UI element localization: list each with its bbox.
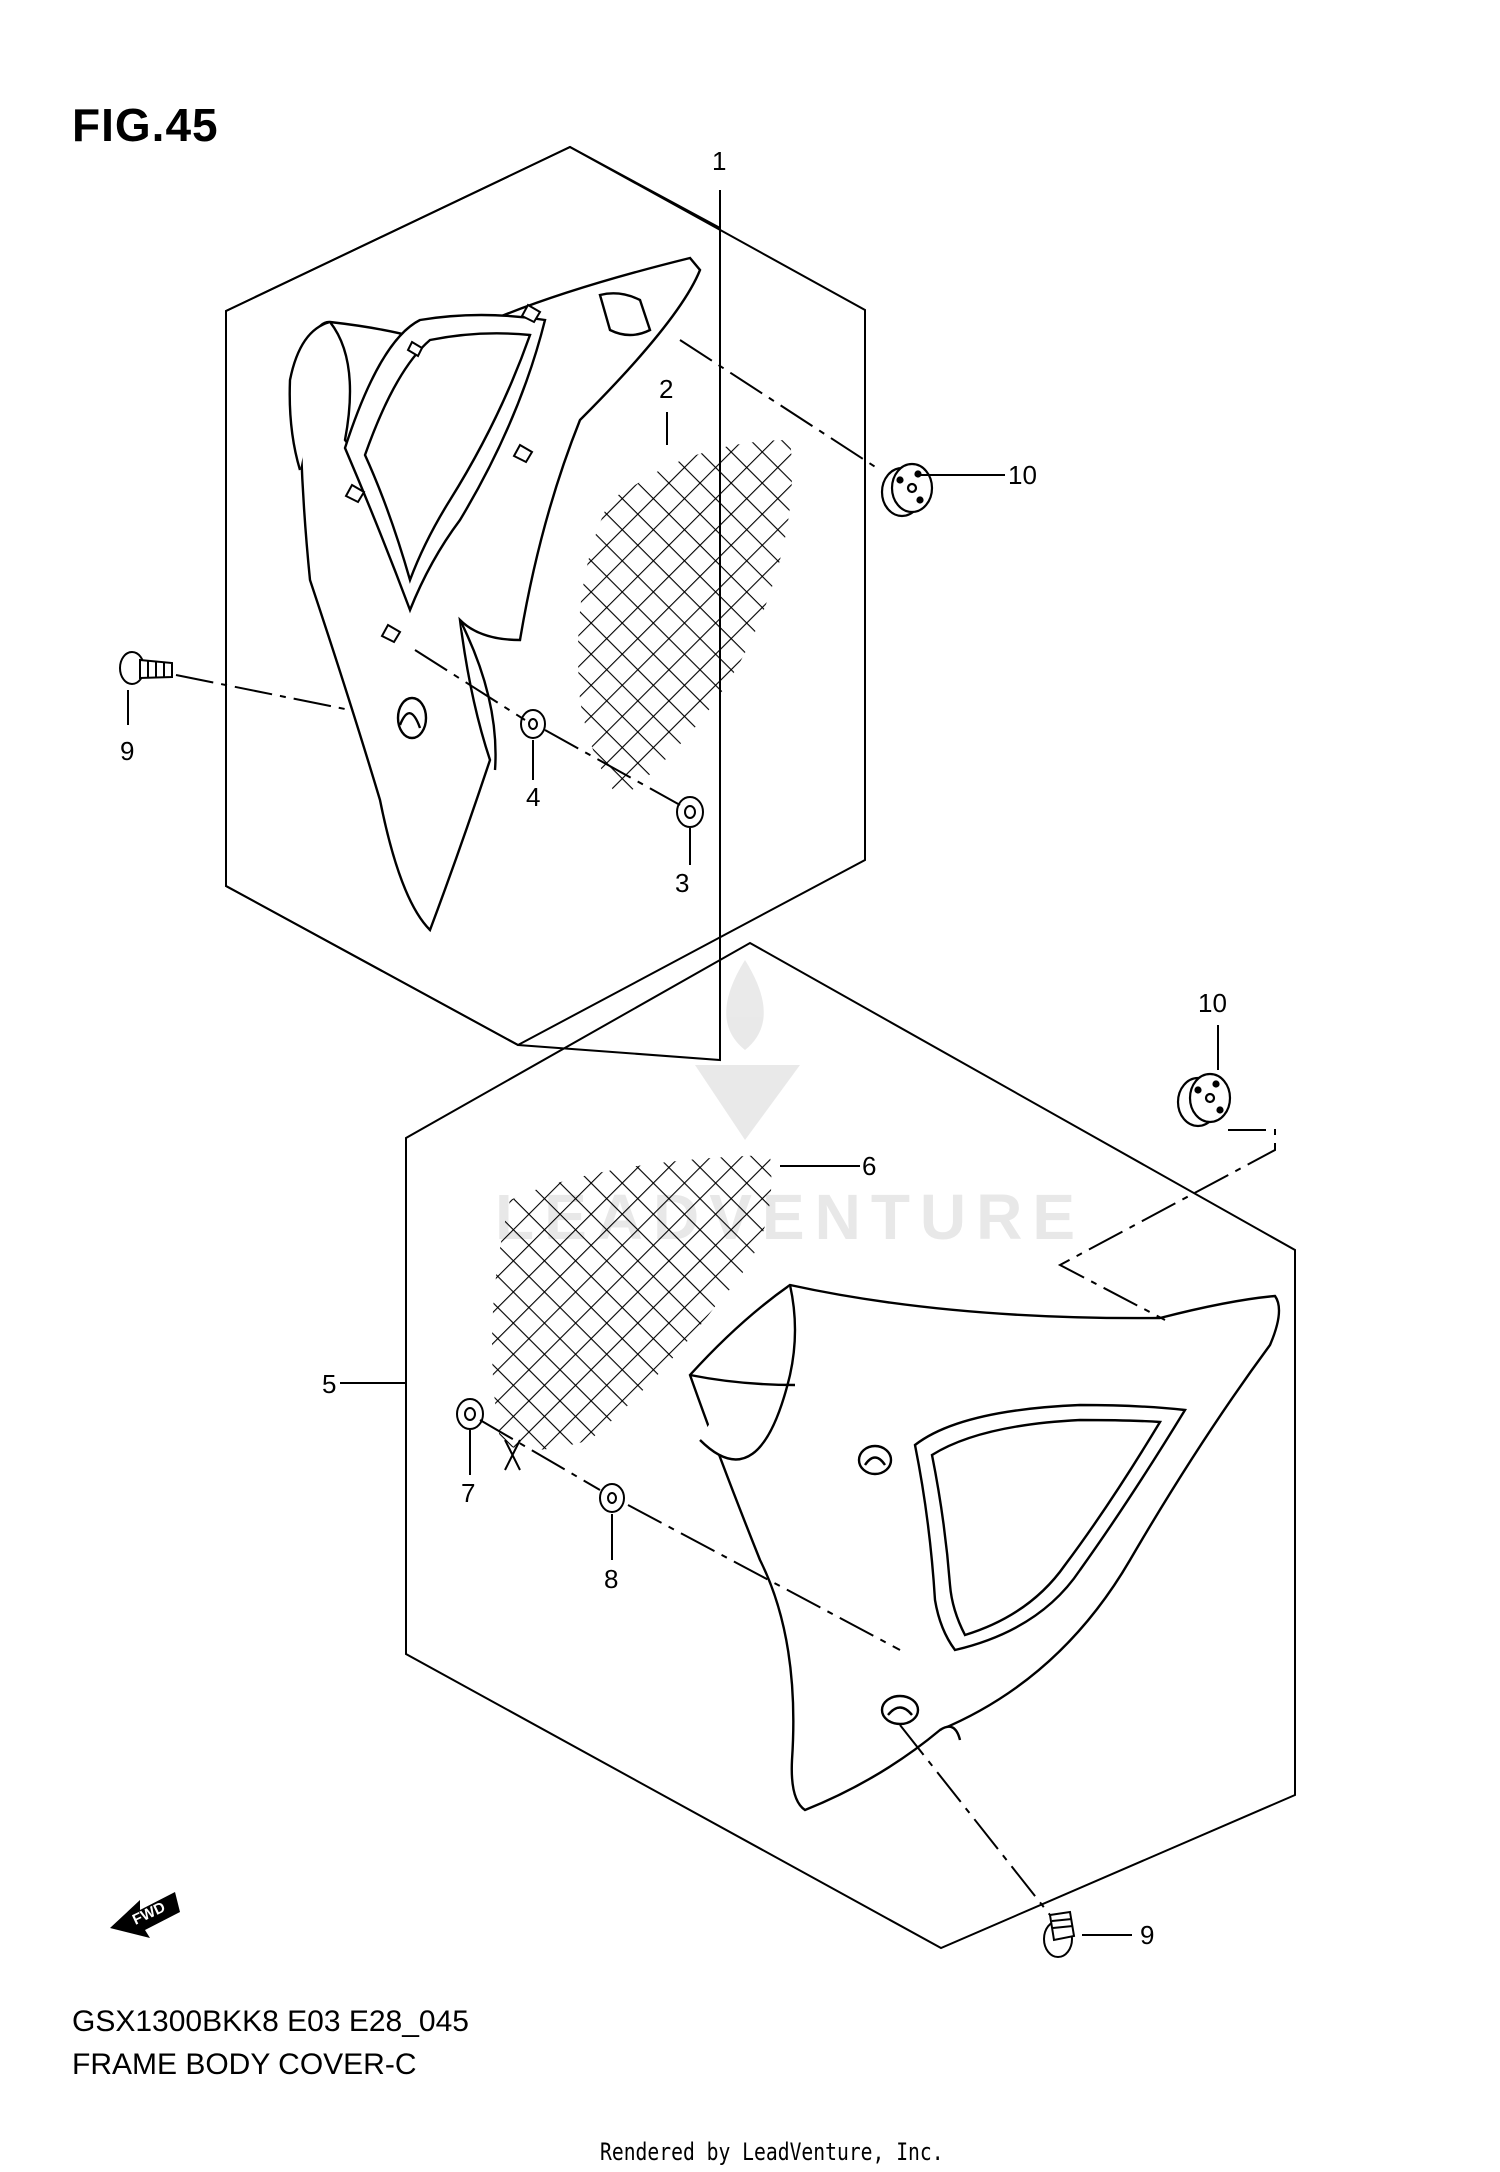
assembly-outline-5 [405, 941, 1296, 1950]
screw-9-lower [1043, 1910, 1076, 1958]
clip-icons-1 [344, 303, 542, 644]
callout-10-upper: 10 [1008, 460, 1037, 490]
callout-9-lower: 9 [1140, 1920, 1154, 1950]
nut-7 [456, 1398, 484, 1430]
grommet-10-upper [880, 462, 934, 518]
callout-2: 2 [659, 374, 673, 404]
leader-lines-upper [127, 190, 1005, 865]
mesh-screen-6 [492, 1155, 772, 1450]
callout-10-lower: 10 [1198, 988, 1227, 1018]
figure-name: FRAME BODY COVER-C [72, 2048, 417, 2081]
nut-3 [676, 796, 704, 828]
screw-9-upper [119, 651, 173, 685]
callout-9-upper: 9 [120, 736, 134, 766]
washer-4 [520, 709, 546, 739]
callout-4: 4 [526, 782, 540, 812]
model-code: GSX1300BKK8 E03 E28_045 [72, 2005, 469, 2038]
callout-7: 7 [461, 1478, 475, 1508]
fwd-arrow-icon: FWD [110, 1892, 180, 1938]
callout-6: 6 [862, 1151, 876, 1181]
callout-5: 5 [322, 1369, 336, 1399]
callout-8: 8 [604, 1564, 618, 1594]
figure-title: FIG.45 [72, 99, 219, 151]
frame-cover-5 [688, 1283, 1281, 1812]
callout-1: 1 [712, 146, 726, 176]
watermark-logo-icon [695, 960, 800, 1140]
washer-8 [599, 1483, 625, 1513]
render-credit: Rendered by LeadVenture, Inc. [600, 2138, 944, 2166]
leader-lines-lower [340, 1025, 1276, 1936]
callout-3: 3 [675, 868, 689, 898]
grommet-10-lower [1176, 1072, 1232, 1128]
frame-cover-1 [288, 256, 702, 933]
mesh-screen-2 [578, 440, 792, 800]
